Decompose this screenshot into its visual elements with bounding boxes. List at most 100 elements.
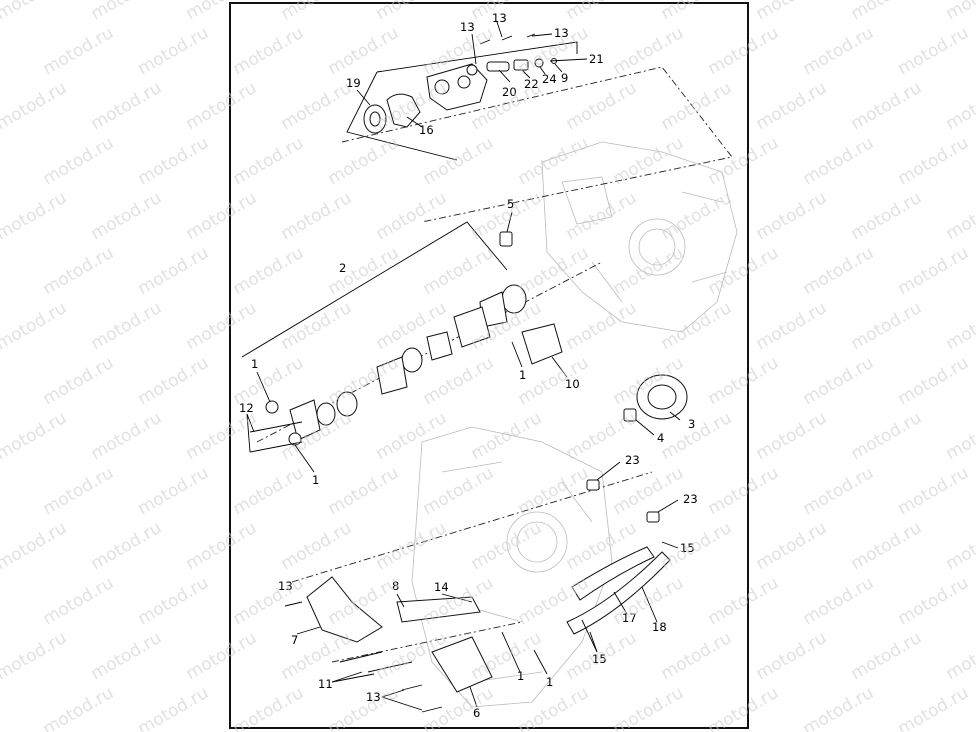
callout-13: 13	[278, 579, 293, 593]
callout-15: 15	[592, 652, 607, 666]
rotor-19	[363, 104, 387, 134]
callout-7: 7	[291, 633, 298, 647]
assembly-axis-lower-2	[331, 621, 523, 663]
watermark-text: motod.ru	[800, 463, 878, 519]
watermark-text: motod.ru	[135, 683, 213, 732]
callout-13: 13	[460, 20, 475, 34]
watermark-text: motod.ru	[40, 133, 118, 189]
watermark-text: motod.ru	[848, 518, 926, 574]
watermark-text: motod.ru	[848, 78, 926, 134]
callout-2: 2	[339, 261, 346, 275]
watermark-text: motod.ru	[753, 78, 831, 134]
callout-5: 5	[507, 197, 514, 211]
callout-24: 24	[542, 72, 557, 86]
assembly-axis-lower	[291, 471, 653, 583]
spring-22	[513, 59, 529, 71]
watermark-text: motod.ru	[800, 23, 878, 79]
watermark-text: motod.ru	[800, 243, 878, 299]
watermark-text: motod.ru	[88, 298, 166, 354]
hoses-17-18	[566, 546, 671, 635]
callout-18: 18	[652, 620, 667, 634]
watermark-text: motod.ru	[800, 133, 878, 189]
cover-7	[306, 576, 383, 643]
watermark-text: motod.ru	[895, 683, 973, 732]
watermark-text: motod.ru	[135, 243, 213, 299]
watermark-text: motod.ru	[848, 298, 926, 354]
watermark-text: motod.ru	[0, 298, 70, 354]
watermark-text: motod.ru	[800, 683, 878, 732]
watermark-text: motod.ru	[88, 78, 166, 134]
watermark-text: motod.ru	[0, 408, 70, 464]
exploded-parts-diagram: 13 13 13 21 9 19 20 22 24 16 5 2 1 1 10 …	[239, 11, 738, 720]
watermark-text: motod.ru	[135, 133, 213, 189]
watermark-text: motod.ru	[0, 628, 70, 684]
callout-21: 21	[589, 52, 604, 66]
engine-case-lower-outline	[411, 426, 613, 708]
watermark-text: motod.ru	[943, 408, 976, 464]
watermark-text: motod.ru	[0, 78, 70, 134]
watermark-text: motod.ru	[40, 573, 118, 629]
callout-16: 16	[419, 123, 434, 137]
watermark-text: motod.ru	[88, 188, 166, 244]
callout-19: 19	[346, 76, 361, 90]
watermark-text: motod.ru	[135, 463, 213, 519]
callout-23: 23	[683, 492, 698, 506]
watermark-text: motod.ru	[895, 463, 973, 519]
watermark-text: motod.ru	[0, 518, 70, 574]
watermark-text: motod.ru	[943, 518, 976, 574]
watermark-text: motod.ru	[943, 78, 976, 134]
watermark-text: motod.ru	[895, 133, 973, 189]
callout-13: 13	[554, 26, 569, 40]
bracket-top	[346, 41, 578, 161]
watermark-text: motod.ru	[135, 573, 213, 629]
watermark-text: motod.ru	[753, 0, 831, 24]
watermark-text: motod.ru	[895, 573, 973, 629]
watermark-text: motod.ru	[0, 188, 70, 244]
callout-12: 12	[239, 401, 254, 415]
callout-11: 11	[318, 677, 333, 691]
watermark-text: motod.ru	[943, 0, 976, 24]
watermark-text: motod.ru	[135, 23, 213, 79]
callout-22: 22	[524, 77, 539, 91]
callout-1: 1	[251, 357, 258, 371]
pump-assembly-2	[265, 284, 527, 446]
callout-4: 4	[657, 431, 664, 445]
fittings-23	[586, 479, 660, 523]
pin-20	[486, 61, 510, 72]
callout-20: 20	[502, 85, 517, 99]
watermark-text: motod.ru	[88, 628, 166, 684]
watermark-text: motod.ru	[895, 243, 973, 299]
watermark-text: motod.ru	[848, 188, 926, 244]
callout-13: 13	[366, 690, 381, 704]
group-box-top	[341, 66, 733, 223]
callout-23: 23	[625, 453, 640, 467]
watermark-text: motod.ru	[753, 628, 831, 684]
bracket-8	[396, 596, 481, 623]
callout-15: 15	[680, 541, 695, 555]
nipple-4	[623, 408, 637, 422]
watermark-text: motod.ru	[40, 463, 118, 519]
bolts-12	[249, 421, 303, 453]
watermark-text: motod.ru	[135, 353, 213, 409]
watermark-text: motod.ru	[88, 518, 166, 574]
watermark-text: motod.ru	[895, 23, 973, 79]
bracket-2	[241, 221, 508, 358]
watermark-text: motod.ru	[0, 0, 70, 24]
watermark-text: motod.ru	[800, 353, 878, 409]
engine-case-upper-outline	[541, 141, 738, 333]
watermark-text: motod.ru	[848, 628, 926, 684]
watermark-text: motod.ru	[40, 243, 118, 299]
watermark-text: motod.ru	[848, 408, 926, 464]
watermark-text: motod.ru	[753, 298, 831, 354]
watermark-text: motod.ru	[848, 0, 926, 24]
callout-17: 17	[622, 611, 637, 625]
cover-10	[521, 323, 563, 365]
watermark-text: motod.ru	[40, 353, 118, 409]
watermark-text: motod.ru	[943, 298, 976, 354]
watermark-text: motod.ru	[88, 0, 166, 24]
callout-1: 1	[312, 473, 319, 487]
watermark-text: motod.ru	[800, 573, 878, 629]
watermark-text: motod.ru	[895, 353, 973, 409]
watermark-text: motod.ru	[753, 408, 831, 464]
callout-9: 9	[561, 71, 568, 85]
